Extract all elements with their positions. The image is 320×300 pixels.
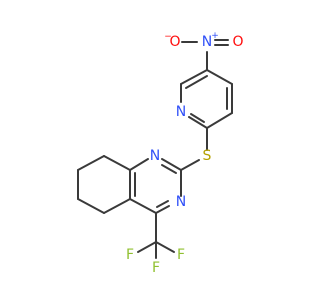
atom-sulfur: S — [203, 148, 212, 164]
atom-labels: O − N + O N S N N F F F — [126, 31, 244, 276]
bond-c5-c4a — [103, 198, 131, 214]
atom-nitrogen-pyrimidine-bottom: N — [176, 194, 186, 210]
bond-c8-c7 — [77, 155, 105, 171]
bond-c2p-n1-inner — [161, 164, 177, 174]
atom-nitrogen-nitro: N — [202, 34, 212, 50]
charge-plus: + — [211, 31, 219, 41]
charge-minus: − — [164, 32, 172, 42]
bond-cf3-f-right — [155, 241, 175, 253]
bond-py-c6-c5 — [180, 69, 208, 85]
bond-n1-c8a — [129, 158, 149, 171]
atom-nitrogen-pyrimidine-top: N — [150, 148, 160, 164]
atom-oxygen-nitro-right: O — [232, 34, 243, 50]
bond-s-pyrimidine — [180, 159, 200, 171]
bond-py-c2-n-inner — [190, 113, 205, 123]
atom-nitrogen-pyridine: N — [176, 104, 186, 120]
bond-py-c5-c4 — [206, 69, 233, 85]
bond-c2p-n1 — [161, 158, 182, 171]
atom-fluorine-right: F — [177, 247, 185, 263]
bond-c6-c5 — [77, 198, 105, 214]
atom-fluorine-left: F — [126, 247, 134, 263]
bond-py-c6-c5-inner — [185, 75, 208, 89]
bond-c4-n3 — [155, 205, 170, 214]
bond-lines — [77, 39, 233, 259]
bond-c4-n3-inner — [156, 200, 169, 208]
bond-c4a-c4 — [129, 198, 157, 214]
bond-py-c2-n — [188, 116, 208, 129]
bond-cf3-f-left — [137, 241, 157, 253]
bond-py-c3-c2 — [206, 112, 233, 129]
atom-fluorine-bottom: F — [152, 260, 160, 276]
bond-c8a-c8 — [103, 155, 131, 171]
molecule-structure-diagram: O − N + O N S N N F F F — [77, 31, 244, 276]
atom-oxygen-nitro-left: O — [169, 34, 180, 50]
